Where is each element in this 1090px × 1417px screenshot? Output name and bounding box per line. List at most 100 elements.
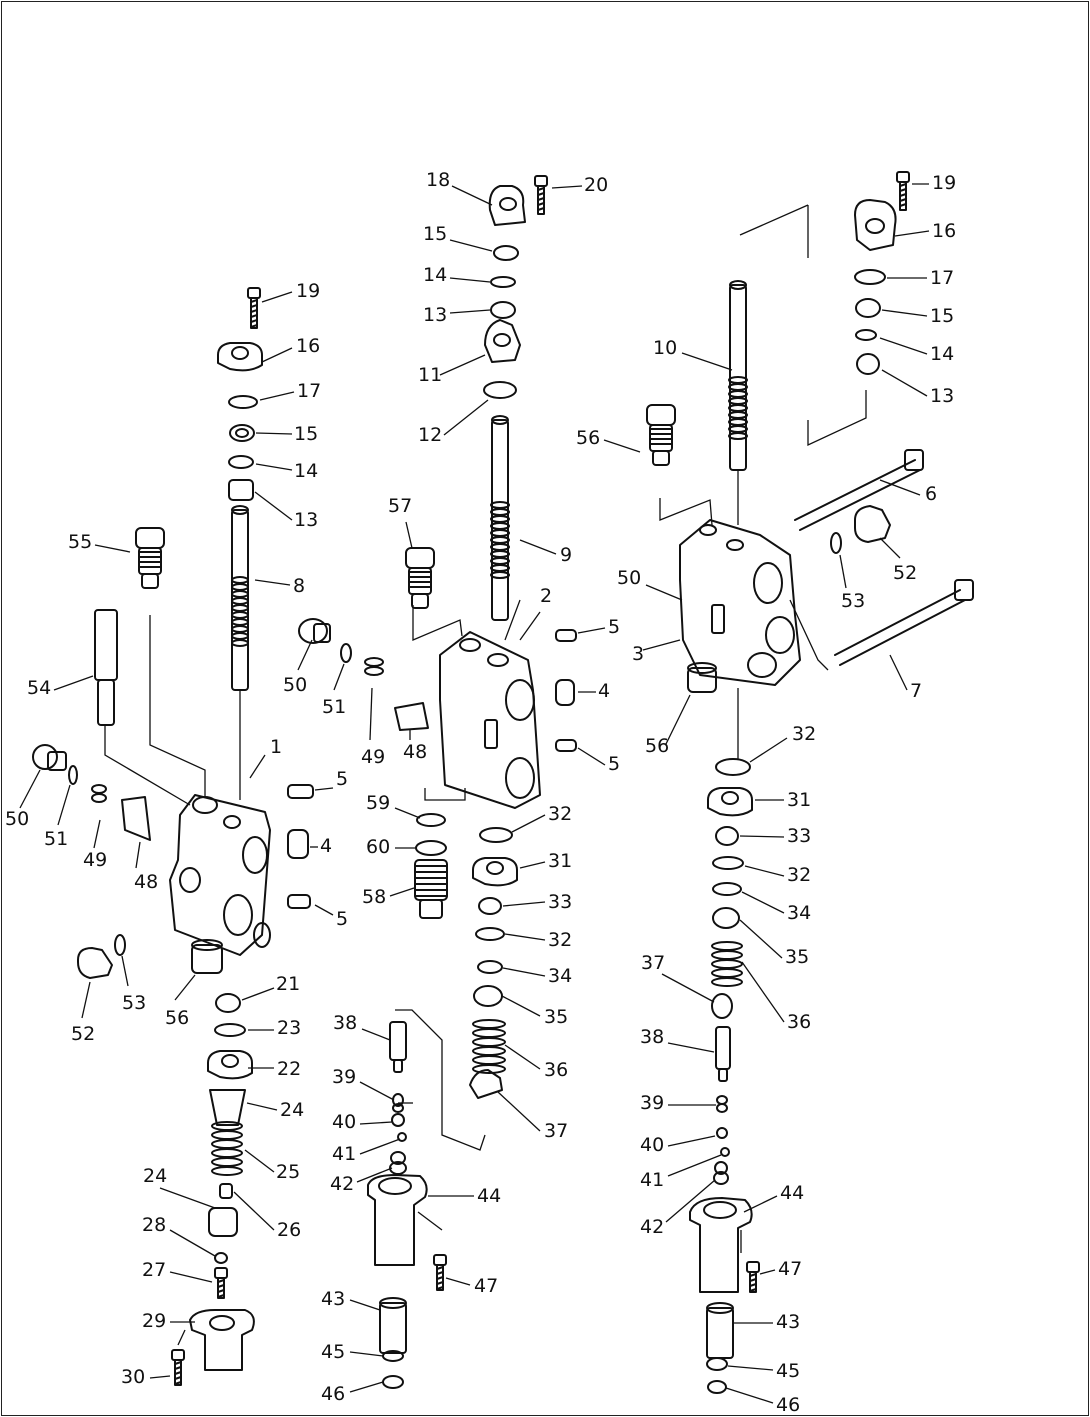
- leader-line-15: [449, 239, 493, 252]
- spool-9-land: [490, 543, 510, 551]
- leader-line-10: [681, 352, 733, 371]
- leader-line-56: [665, 694, 691, 745]
- body-port: [726, 539, 744, 551]
- callout-label-3: 3: [632, 643, 644, 665]
- spring-36c: [472, 1037, 506, 1047]
- leader-line-52: [879, 537, 901, 559]
- washer-14c: [490, 276, 516, 288]
- bolt-27: [217, 1289, 225, 1293]
- oring-32d: [475, 927, 505, 941]
- bolt-19: [250, 319, 258, 323]
- callout-label-39: 39: [332, 1066, 356, 1088]
- oring-51: [68, 765, 78, 785]
- callout-label-50: 50: [5, 808, 29, 830]
- leader-line-50: [645, 584, 683, 601]
- callout-label-45: 45: [776, 1360, 800, 1382]
- bolt-19: [247, 287, 261, 299]
- bolt-47c: [436, 1271, 444, 1275]
- leader-line-41: [667, 1154, 722, 1177]
- bolt-47c: [436, 1286, 444, 1290]
- plug-50: [47, 751, 67, 771]
- callout-label-31: 31: [548, 850, 572, 872]
- leader-line-5: [577, 747, 606, 766]
- leader-line-15: [881, 309, 928, 317]
- body-port: [179, 867, 201, 893]
- spring-36c: [472, 1019, 506, 1029]
- spool-8-land: [231, 590, 249, 598]
- ball-40r: [716, 1127, 728, 1139]
- washer-14: [228, 455, 254, 469]
- piston-38r: [718, 1068, 728, 1082]
- fitting-56r: [687, 662, 717, 674]
- bolt-30: [174, 1361, 182, 1365]
- oring-32r: [715, 758, 751, 776]
- leader-line-47: [445, 1277, 471, 1286]
- spool-10-land: [728, 432, 748, 440]
- body-port: [192, 796, 218, 814]
- callout-label-5: 5: [336, 768, 348, 790]
- callout-label-5: 5: [336, 908, 348, 930]
- spring-49c: [364, 657, 384, 667]
- callout-label-17: 17: [930, 267, 954, 289]
- oring-17: [228, 395, 258, 409]
- body-port: [253, 922, 271, 948]
- valve-body-1: [169, 794, 271, 956]
- assembly-line-9: [504, 599, 521, 641]
- spool-10-land: [728, 390, 748, 398]
- bolt-30: [174, 1366, 182, 1370]
- assembly-line-right-top2: [739, 204, 809, 236]
- body-port: [753, 562, 783, 604]
- callout-label-46: 46: [321, 1383, 345, 1405]
- spool-10-land: [728, 425, 748, 433]
- leader-line-18: [451, 185, 493, 206]
- bolt-47c: [436, 1276, 444, 1280]
- leader-line-38: [361, 1028, 391, 1041]
- leader-line-8: [254, 579, 291, 586]
- assembly-line-55: [149, 615, 206, 798]
- leader-line-49: [369, 687, 373, 741]
- oring-32c: [479, 827, 513, 843]
- nut-15: [235, 428, 249, 438]
- spring-39r: [716, 1095, 728, 1105]
- callout-label-17: 17: [297, 380, 321, 402]
- nut-15c: [493, 245, 519, 261]
- leader-line-40: [359, 1121, 393, 1125]
- fitting-56r: [687, 667, 717, 693]
- callout-label-49: 49: [361, 746, 385, 768]
- spool-9-land: [490, 501, 510, 509]
- spool-10-land: [728, 376, 748, 384]
- flange-11: [493, 333, 511, 347]
- bolt-47r: [749, 1288, 757, 1292]
- callout-label-37: 37: [641, 952, 665, 974]
- leader-line-53: [839, 554, 847, 589]
- callout-label-56: 56: [165, 1007, 189, 1029]
- bolt-19r: [899, 193, 907, 197]
- body-port: [505, 757, 535, 799]
- spring-39c: [392, 1103, 404, 1113]
- seal-4c: [555, 679, 575, 706]
- callout-label-36: 36: [787, 1011, 811, 1033]
- spool-8: [231, 505, 249, 515]
- relief-valve-56: [652, 450, 670, 466]
- callout-label-14: 14: [294, 460, 318, 482]
- leader-line-6: [879, 479, 921, 496]
- spool-9: [491, 419, 509, 621]
- leader-line-26: [233, 1191, 275, 1231]
- leader-line-34: [502, 967, 546, 977]
- leader-line-53: [121, 955, 129, 987]
- spool-9-land: [490, 536, 510, 544]
- flange-11: [484, 319, 521, 363]
- bolt-20: [537, 197, 545, 201]
- callout-label-14: 14: [423, 264, 447, 286]
- spool-10-land: [728, 383, 748, 391]
- spool-8-land: [231, 604, 249, 612]
- callout-label-4: 4: [598, 680, 610, 702]
- callout-label-51: 51: [322, 696, 346, 718]
- poppet-48: [121, 796, 151, 841]
- bolt-19r: [899, 198, 907, 202]
- callout-label-56: 56: [645, 735, 669, 757]
- oring-53r: [830, 532, 842, 554]
- bolt-19: [250, 324, 258, 328]
- callout-label-56: 56: [576, 427, 600, 449]
- bolt-30: [171, 1349, 185, 1361]
